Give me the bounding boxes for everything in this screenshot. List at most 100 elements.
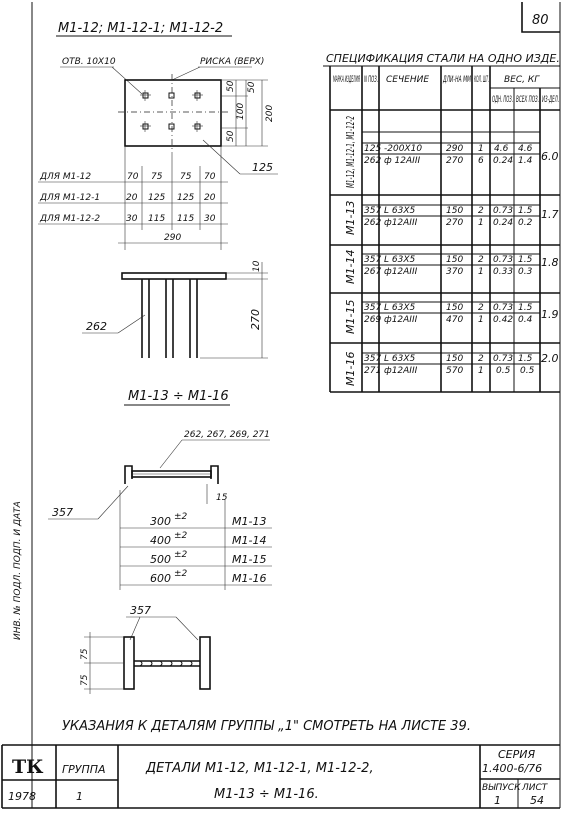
spec-group-2-row-2: 262 ф12АIII 270 1 0.24 0.2 <box>364 218 533 228</box>
svg-text:357: 357 <box>364 255 381 265</box>
svg-text:300: 300 <box>150 515 171 528</box>
svg-text:L 63Х5: L 63Х5 <box>384 303 415 313</box>
side-plate <box>121 272 227 280</box>
mark-label: РИСКА (ВЕРХ) <box>200 57 264 67</box>
parts-leader <box>159 439 183 469</box>
dim-row-1-d: 70 <box>204 172 216 182</box>
part-125-leader <box>202 139 241 175</box>
svg-text:0.24: 0.24 <box>493 156 513 166</box>
plate-dim-v1: 50 <box>226 80 236 92</box>
svg-text:0.24: 0.24 <box>493 218 513 228</box>
section-part-357-label: 357 <box>130 604 151 617</box>
dim-row-2-d: 20 <box>204 193 216 203</box>
mark-leader <box>171 66 201 81</box>
spec-group-4-row-1: 357 L 63Х5 150 2 0.73 1.5 <box>364 303 533 313</box>
svg-text:0.42: 0.42 <box>493 315 513 325</box>
svg-text:L 63Х5: L 63Х5 <box>384 354 415 364</box>
plate-dim-v2: 50 <box>226 130 236 142</box>
svg-text:1: 1 <box>478 218 484 228</box>
svg-text:ВЕС, КГ: ВЕС, КГ <box>504 75 540 85</box>
spec-group-4-row-2: 269 ф12АIII 470 1 0.42 0.4 <box>364 315 533 325</box>
svg-text:150: 150 <box>446 354 463 364</box>
dim-row-3-c: 115 <box>177 214 194 224</box>
spec-group-5-row-2: 271 ф12АIII 570 1 0.5 0.5 <box>364 366 535 376</box>
svg-text:357: 357 <box>364 303 381 313</box>
svg-text:150: 150 <box>446 255 463 265</box>
svg-text:262: 262 <box>364 218 381 228</box>
svg-text:2: 2 <box>478 303 484 313</box>
side-dims <box>200 262 268 359</box>
svg-text:СЕЧЕНИЕ: СЕЧЕНИЕ <box>386 75 429 85</box>
dim-row-1-a: 70 <box>127 172 139 182</box>
section-357-leader-b <box>129 616 141 641</box>
svg-text:0.73: 0.73 <box>493 303 513 313</box>
svg-text:0.33: 0.33 <box>493 267 513 277</box>
svg-text:ф12АIII: ф12АIII <box>384 366 418 376</box>
svg-text:262: 262 <box>364 156 381 166</box>
svg-text:271: 271 <box>364 366 381 376</box>
dim-row-2-b: 125 <box>148 193 165 203</box>
svg-text:±2: ±2 <box>174 512 188 522</box>
length-row-4: 600 ±2 М1-16 <box>150 569 266 585</box>
section-357-leader-a <box>175 616 199 641</box>
svg-text:2: 2 <box>478 255 484 265</box>
spec-group-1-total: 6.0 <box>541 150 559 163</box>
angle-assembly <box>124 465 219 484</box>
svg-text:0.5: 0.5 <box>496 366 511 376</box>
side-dim-10: 10 <box>252 260 262 272</box>
spec-group-1-mark: М1-12, М1-12-1, М1-12-2 <box>344 116 357 188</box>
part-262-label: 262 <box>86 320 107 333</box>
side-rods <box>141 279 198 358</box>
svg-text:ф12АIII: ф12АIII <box>384 218 418 228</box>
plate-outline <box>124 79 222 147</box>
spec-group-4-mark: М1-15 <box>344 300 357 334</box>
dim-row-1-label: ДЛЯ М1-12 <box>39 172 91 182</box>
svg-text:М1-16: М1-16 <box>232 572 266 585</box>
svg-text:М1-13: М1-13 <box>232 515 266 528</box>
svg-text:150: 150 <box>446 206 463 216</box>
spec-title: СПЕЦИФИКАЦИЯ СТАЛИ НА ОДНО ИЗДЕ. <box>326 52 560 65</box>
section-angles <box>123 636 211 690</box>
svg-text:1: 1 <box>478 144 484 154</box>
svg-text:370: 370 <box>446 267 463 277</box>
sheet-label: ЛИСТ <box>521 783 549 793</box>
series-label: СЕРИЯ <box>498 748 535 761</box>
svg-text:ф12АIII: ф12АIII <box>384 267 418 277</box>
svg-text:±2: ±2 <box>174 569 188 579</box>
spec-group-3-mark: М1-14 <box>344 250 357 284</box>
page-number-box <box>521 2 560 33</box>
svg-text:ВСЕХ ПОЗ.: ВСЕХ ПОЗ. <box>516 95 539 105</box>
drawing-title-line-2: М1-13 ÷ М1-16. <box>214 787 319 802</box>
svg-text:N ПОЗ.: N ПОЗ. <box>364 75 378 85</box>
svg-text:270: 270 <box>446 156 463 166</box>
svg-text:4.6: 4.6 <box>518 144 533 154</box>
svg-text:0.73: 0.73 <box>493 354 513 364</box>
sheet-value: 54 <box>530 794 544 807</box>
spec-group-2-row-1: 357 L 63Х5 150 2 0.73 1.5 <box>364 206 533 216</box>
svg-text:470: 470 <box>446 315 463 325</box>
svg-text:L 63Х5: L 63Х5 <box>384 206 415 216</box>
top-title: М1-12; М1-12-1; М1-12-2 <box>58 21 223 36</box>
part-262-leader <box>117 314 146 334</box>
dim-row-3-b: 115 <box>148 214 165 224</box>
svg-text:269: 269 <box>364 315 381 325</box>
section-dim-a: 75 <box>80 648 90 660</box>
svg-text:500: 500 <box>150 553 171 566</box>
group-value: 1 <box>76 790 83 803</box>
svg-text:570: 570 <box>446 366 463 376</box>
svg-text:1.5: 1.5 <box>518 206 533 216</box>
plate-dim-v3: 100 <box>236 103 246 120</box>
year: 1978 <box>8 790 36 803</box>
issue-label: ВЫПУСК <box>482 783 521 793</box>
length-row-3: 500 ±2 М1-15 <box>150 550 266 566</box>
svg-text:1: 1 <box>478 366 484 376</box>
dim-row-2-label: ДЛЯ М1-12-1 <box>39 193 100 203</box>
svg-text:0.73: 0.73 <box>493 206 513 216</box>
spec-group-5-total: 2.0 <box>541 352 559 365</box>
svg-text:150: 150 <box>446 303 463 313</box>
svg-text:КОЛ. ШТ.: КОЛ. ШТ. <box>474 75 489 85</box>
hole-label: ОТВ. 10Х10 <box>62 57 116 67</box>
svg-text:0.5: 0.5 <box>520 366 535 376</box>
spec-headers: МАРКА ИЗДЕЛИЯ N ПОЗ. СЕЧЕНИЕ ДЛИ-НА ММ К… <box>333 75 559 105</box>
